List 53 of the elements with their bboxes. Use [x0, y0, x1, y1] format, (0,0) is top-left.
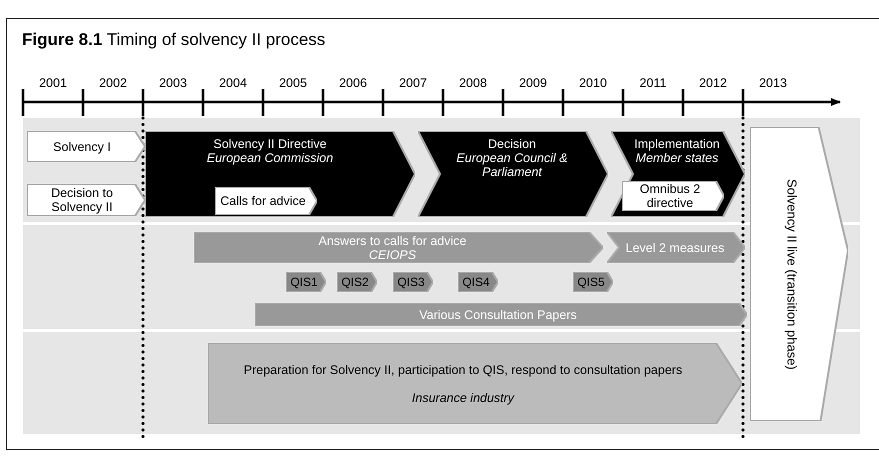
- timeline-bar: [573, 272, 613, 292]
- year-label: 2003: [158, 76, 188, 90]
- year-label: 2013: [758, 76, 788, 90]
- year-label: 2006: [338, 76, 368, 90]
- timeline-bar: [458, 272, 498, 292]
- year-label: 2007: [398, 76, 428, 90]
- timeline-bar: [145, 131, 415, 217]
- chevron-label: Solvency I: [53, 140, 111, 154]
- year-label: 2008: [458, 76, 488, 90]
- timeline-bar: [255, 303, 747, 326]
- chevron-label: QIS5: [577, 275, 605, 289]
- year-label: 2009: [518, 76, 548, 90]
- chevron-label: European Commission: [206, 151, 334, 165]
- year-label: 2011: [638, 76, 668, 90]
- year-label: 2001: [38, 76, 68, 90]
- year-label: 2004: [218, 76, 248, 90]
- timeline-bar: [27, 131, 145, 162]
- chevron-label: Answers to calls for advice: [318, 234, 466, 248]
- chevron-label: Decision to Solvency II: [50, 186, 114, 214]
- timeline-bar: [215, 187, 317, 215]
- timeline-bar: [286, 272, 326, 292]
- chevron-label: Member states: [636, 151, 718, 165]
- chevron-label: QIS4: [462, 275, 490, 289]
- chevron-label: Preparation for Solvency II, participation to QIS, respond to consultation papers: [244, 362, 682, 376]
- chevron-label: Calls for advice: [220, 194, 306, 208]
- chevron-label: Decision: [488, 137, 536, 151]
- year-label: 2010: [578, 76, 608, 90]
- year-label: 2012: [698, 76, 728, 90]
- chevron-label: QIS3: [397, 275, 425, 289]
- timeline-bar: [194, 232, 603, 263]
- chevron-label: Insurance industry: [412, 390, 514, 404]
- chevron-label: Level 2 measures: [626, 240, 724, 254]
- chevron-label: Implementation: [634, 137, 720, 151]
- chevron-label: CEIOPS: [368, 248, 416, 262]
- year-label: 2005: [278, 76, 308, 90]
- chevron-label: Omnibus 2 directive: [638, 182, 702, 210]
- figure-title: Figure 8.1 Timing of solvency II process: [22, 30, 326, 50]
- timeline-bar: [337, 272, 377, 292]
- chevron-label: Solvency II live (transition phase): [784, 178, 800, 370]
- timeline-bar: [750, 127, 848, 421]
- chevron-label: Solvency II Directive: [213, 137, 327, 151]
- timeline-bar: [27, 184, 145, 216]
- chevron-label: QIS2: [341, 275, 369, 289]
- timeline-bar: [622, 181, 724, 211]
- year-label: 2002: [98, 76, 128, 90]
- timeline-bar: [418, 131, 608, 217]
- timeline-bar: [607, 232, 745, 263]
- chevron-label: Various Consultation Papers: [419, 308, 577, 322]
- chevron-label: European Council & Parliament: [455, 151, 569, 179]
- timeline-bar: [611, 131, 745, 217]
- chevron-label: QIS1: [290, 275, 318, 289]
- timeline-bar: [393, 272, 433, 292]
- timeline-bar: [208, 343, 742, 424]
